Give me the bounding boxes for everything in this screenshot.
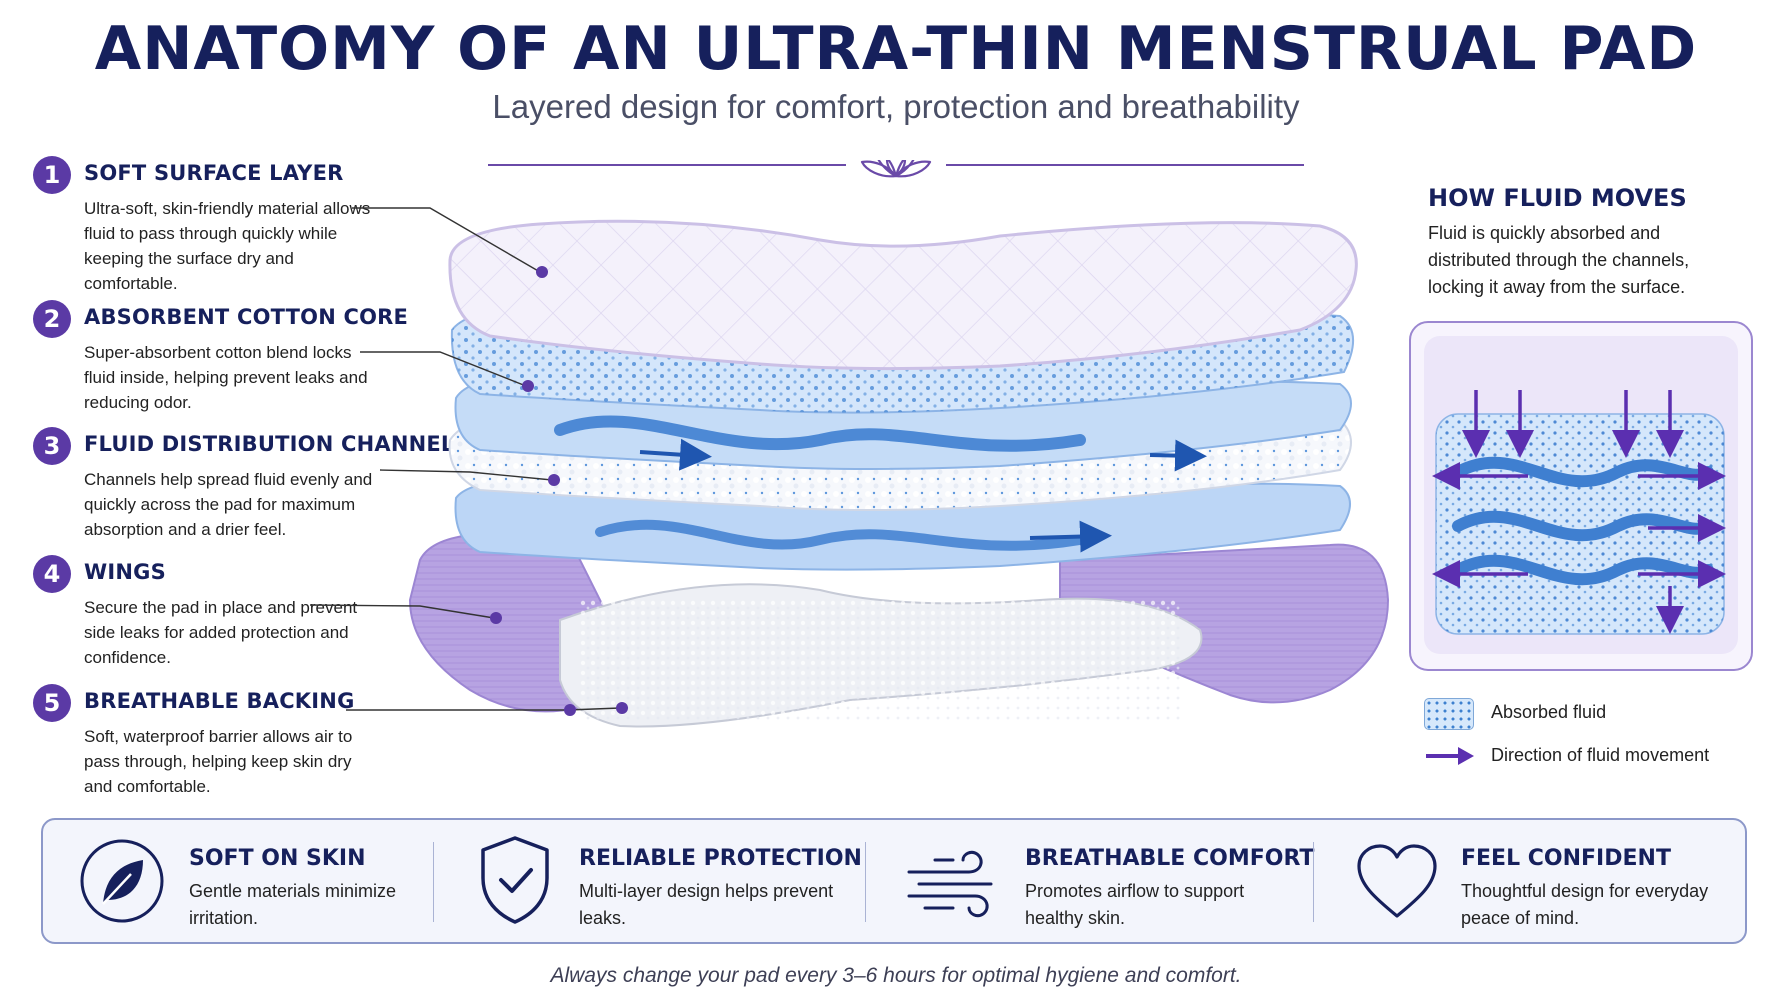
benefit-separator xyxy=(433,842,434,922)
legend-label: Absorbed fluid xyxy=(1491,702,1607,722)
heart-icon xyxy=(1357,844,1437,918)
arrow-right-icon xyxy=(1426,747,1474,765)
benefit-text: Promotes airflow to support healthy skin… xyxy=(1025,881,1245,928)
page-subtitle: Layered design for comfort, protection a… xyxy=(492,88,1300,125)
legend-label: Direction of fluid movement xyxy=(1491,745,1710,765)
layer-heading: ABSORBENT COTTON CORE xyxy=(84,305,409,329)
surface-layer xyxy=(448,219,1358,371)
benefit-heading: RELIABLE PROTECTION xyxy=(579,846,862,871)
benefit-text: Multi-layer design helps prevent leaks. xyxy=(579,881,834,928)
benefit-separator xyxy=(865,842,866,922)
benefit-text: Thoughtful design for everyday peace of … xyxy=(1461,881,1709,928)
benefit-separator xyxy=(1313,842,1314,922)
benefit-heading: BREATHABLE COMFORT xyxy=(1025,846,1315,871)
layer-text: Channels help spread fluid evenly and qu… xyxy=(84,470,373,539)
backing-layer xyxy=(559,583,1203,728)
layer-number: 5 xyxy=(33,684,71,722)
layer-number: 4 xyxy=(33,555,71,593)
layer-number: 2 xyxy=(33,300,71,338)
flow-title: HOW FLUID MOVES xyxy=(1428,184,1687,212)
benefit-soft-on-skin: SOFT ON SKIN Gentle materials minimize i… xyxy=(43,820,433,942)
layer-heading: SOFT SURFACE LAYER xyxy=(84,161,344,185)
layer-text: Super-absorbent cotton blend locks fluid… xyxy=(84,343,368,412)
flow-description: Fluid is quickly absorbed and distribute… xyxy=(1428,223,1690,297)
benefit-heading: FEEL CONFIDENT xyxy=(1461,846,1671,871)
benefit-text: Gentle materials minimize irritation. xyxy=(189,881,397,928)
leader-dots xyxy=(490,266,628,716)
lotus-icon xyxy=(860,160,932,178)
wind-icon xyxy=(907,850,993,918)
footer-note: Always change your pad every 3–6 hours f… xyxy=(550,964,1242,987)
benefit-heading: SOFT ON SKIN xyxy=(189,846,366,871)
shield-check-icon xyxy=(481,836,549,924)
benefit-breathable-comfort: BREATHABLE COMFORT Promotes airflow to s… xyxy=(867,820,1314,942)
page-title: ANATOMY OF AN ULTRA-THIN MENSTRUAL PAD xyxy=(94,14,1698,84)
layer-text: Soft, waterproof barrier allows air to p… xyxy=(84,727,353,796)
fluid-flow-diagram xyxy=(1409,321,1753,671)
benefit-feel-confident: FEEL CONFIDENT Thoughtful design for eve… xyxy=(1315,820,1745,942)
layer-number: 1 xyxy=(33,156,71,194)
layer-text: Ultra-soft, skin-friendly material allow… xyxy=(84,199,371,293)
layer-number: 3 xyxy=(33,427,71,465)
leaf-icon xyxy=(80,839,164,923)
title-divider xyxy=(488,160,1304,178)
benefit-reliable-protection: RELIABLE PROTECTION Multi-layer design h… xyxy=(435,820,875,942)
layer-text: Secure the pad in place and prevent side… xyxy=(84,598,358,667)
layer-heading: BREATHABLE BACKING xyxy=(84,689,355,713)
benefits-bar: SOFT ON SKIN Gentle materials minimize i… xyxy=(41,818,1747,944)
layer-heading: FLUID DISTRIBUTION CHANNELS xyxy=(84,432,470,456)
pad-layers-diagram xyxy=(309,207,1390,728)
layer-heading: WINGS xyxy=(84,560,166,584)
absorbed-fluid-swatch xyxy=(1424,698,1474,730)
